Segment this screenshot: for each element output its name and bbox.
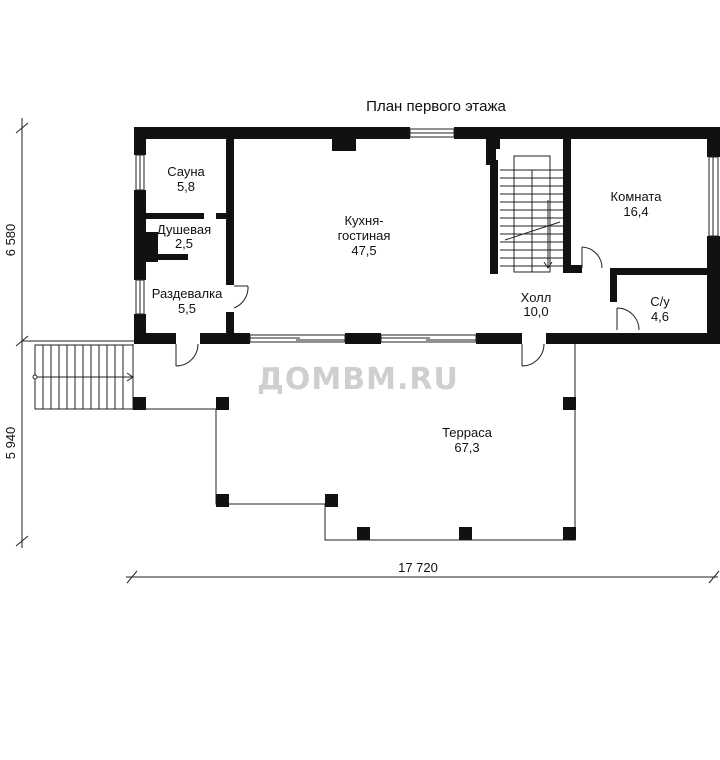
room-bedroom-area: 16,4 [623,204,648,219]
room-wc-area: 4,6 [651,309,669,324]
terrace [132,344,576,541]
room-shower-name: Душевая [157,222,211,237]
watermark: ДОМВМ.RU [257,362,459,397]
room-terrace-area: 67,3 [454,440,479,455]
room-sauna-name: Сауна [167,164,205,179]
room-terrace-name: Терраса [442,425,493,440]
room-sauna-area: 5,8 [177,179,195,194]
room-shower-area: 2,5 [175,236,193,251]
room-dressing-name: Раздевалка [152,286,223,301]
room-kitchen-area: 47,5 [351,243,376,258]
room-dressing-area: 5,5 [178,301,196,316]
room-wc-name: С/у [650,294,670,309]
entry-stairs [32,344,134,410]
exterior-walls [134,127,720,344]
dimension-bottom: 17 720 [398,560,438,575]
room-bedroom-name: Комната [611,189,663,204]
dimension-top-left: 6 580 [3,224,18,257]
left-dimension [15,118,135,548]
room-hall-name: Холл [521,290,552,305]
interior-stairs [500,155,563,273]
dimension-bottom-left: 5 940 [3,427,18,460]
room-kitchen-name-2: гостиная [338,228,391,243]
interior-walls [146,139,707,333]
plan-title: План первого этажа [366,98,506,115]
doors [175,246,640,367]
room-kitchen-name-1: Кухня- [344,213,383,228]
room-hall-area: 10,0 [523,304,548,319]
bottom-dimension [126,570,720,584]
